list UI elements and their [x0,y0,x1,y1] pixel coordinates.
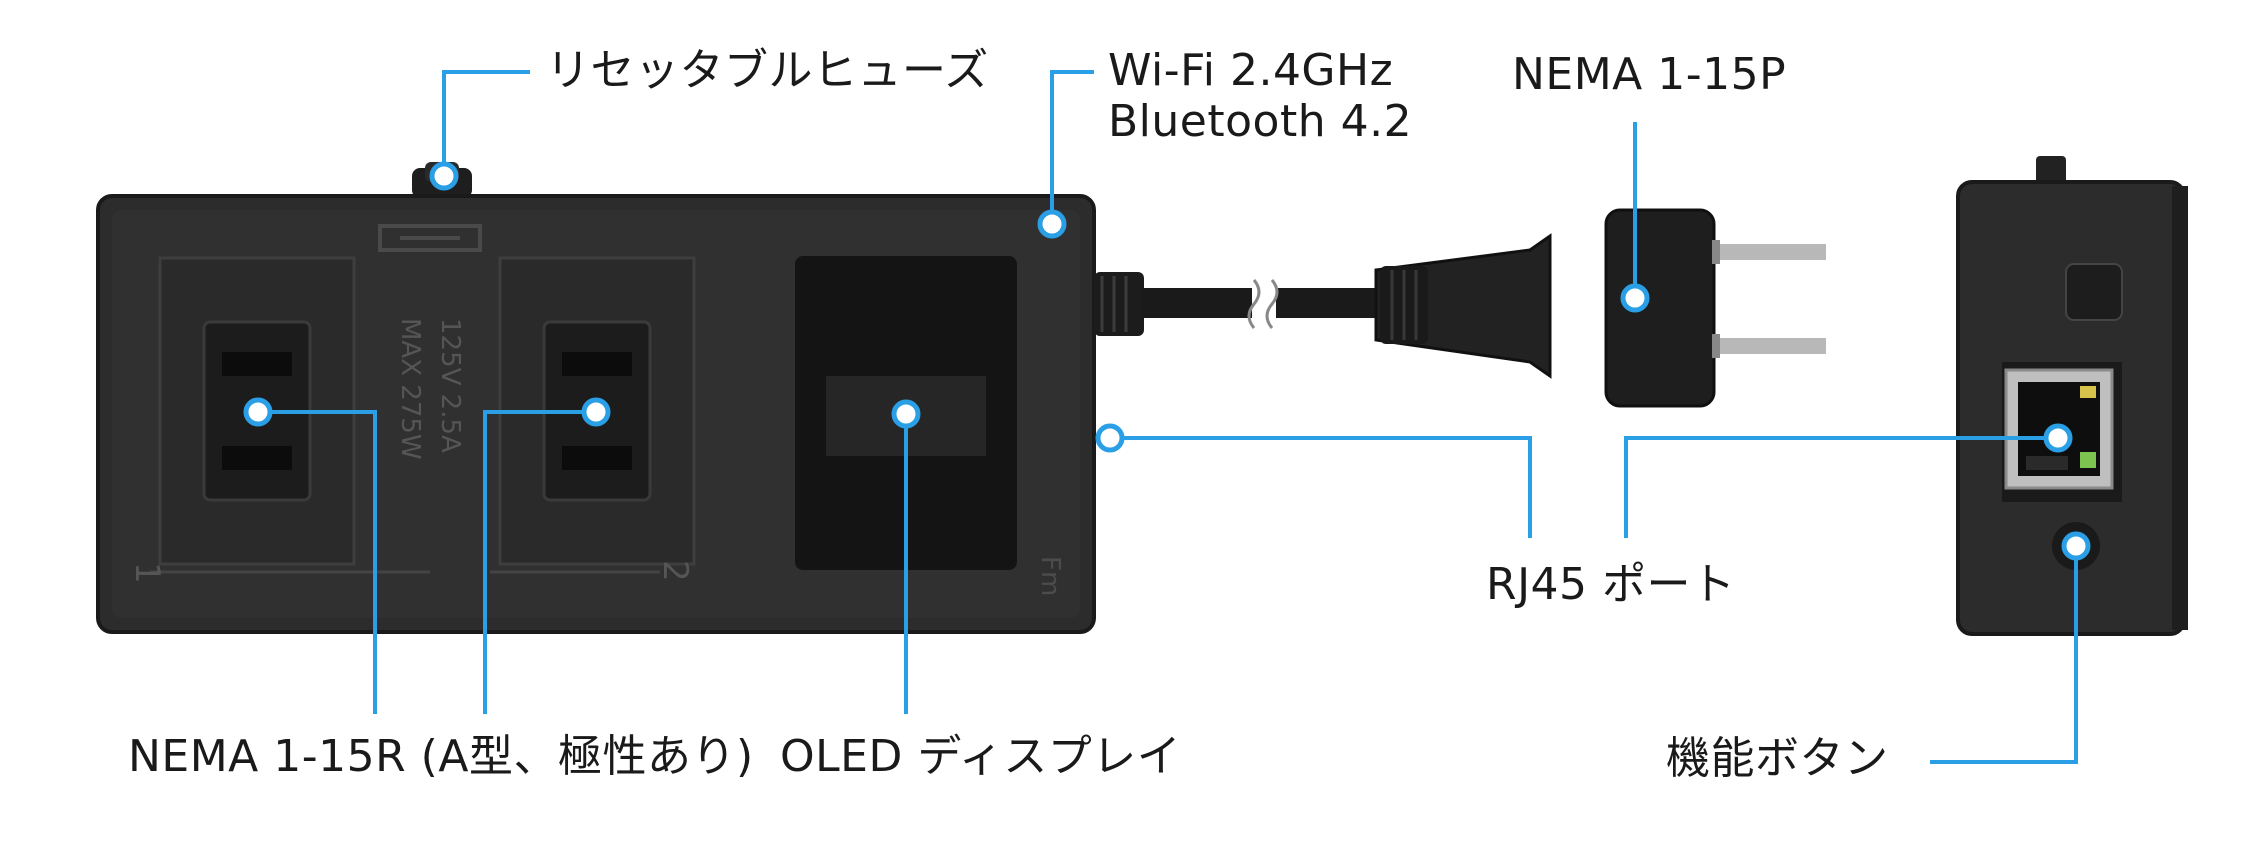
label-function-button: 機能ボタン [1666,733,1889,785]
label-plug-text: NEMA 1-15P [1512,49,1787,100]
fm-mark: Fm [1035,556,1065,596]
label-plug: NEMA 1-15P [1512,49,1787,101]
label-outlet: NEMA 1-15R (A型、極性あり) [128,731,754,783]
label-rj45: RJ45 ポート [1486,559,1736,611]
label-resettable-fuse: リセッタブルヒューズ [546,45,989,97]
callout-dots [243,161,2091,561]
callout-line-fuse [442,70,530,176]
nema-1-15p-plug [1374,208,1826,408]
rj45-jack [2004,368,2114,490]
callout-line-rj45-side [1624,436,2058,538]
label-resettable-fuse-text: リセッタブルヒューズ [546,45,989,96]
callout-line-function-button [1930,546,2078,764]
label-function-button-text: 機能ボタン [1666,733,1889,784]
callouts [258,70,2078,764]
rating-line-2: 125V 2.5A [435,318,465,453]
callout-line-wifi [1050,70,1094,224]
callout-line-outlet-2 [483,410,596,714]
callout-line-outlet-1 [258,410,377,714]
label-outlet-text: NEMA 1-15R (A型、極性あり) [128,731,754,782]
callout-line-rj45-body [1110,436,1532,538]
outlet-1-number: 1 [127,562,167,584]
label-rj45-text: RJ45 ポート [1486,559,1736,610]
rating-line-1: MAX 275W [395,318,425,460]
outlet-2-number: 2 [655,560,695,582]
label-oled-text: OLED ディスプレイ [780,731,1182,782]
device-side-view [1956,156,2188,636]
label-wifi-text: Wi-Fi 2.4GHz [1108,45,1394,96]
label-bluetooth-text: Bluetooth 4.2 [1108,95,1413,147]
power-cable [1094,272,1376,336]
fuse-symbol [378,224,482,252]
label-oled: OLED ディスプレイ [780,731,1182,783]
label-wireless: Wi-Fi 2.4GHz Bluetooth 4.2 [1108,45,1413,147]
rating-marking: MAX 275W 125V 2.5A [395,318,465,460]
